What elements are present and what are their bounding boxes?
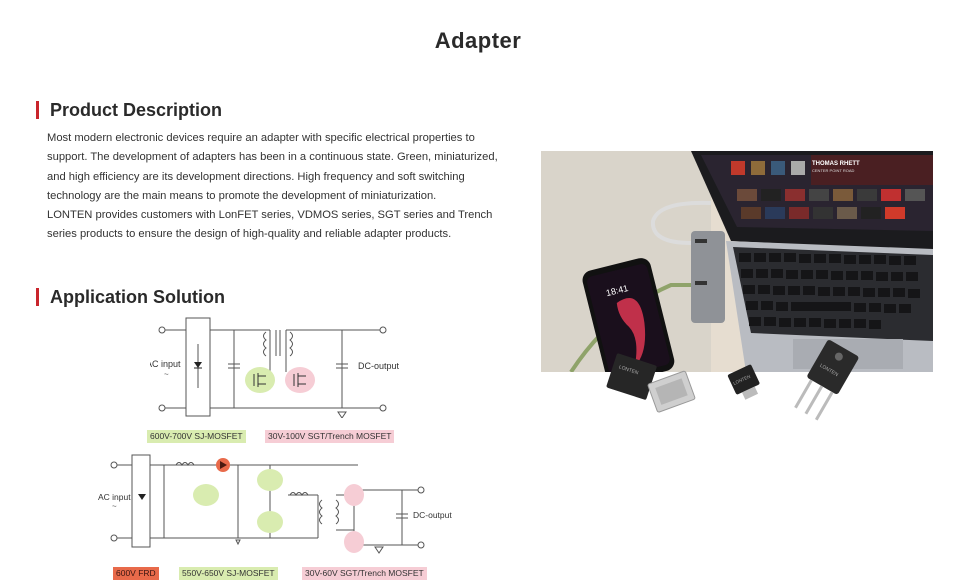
product-description-text: Most modern electronic devices require a… (47, 129, 517, 245)
circuit2-tag-frd: 600V FRD (113, 567, 159, 580)
circuit1-tag-sgt-trench: 30V-100V SGT/Trench MOSFET (265, 430, 395, 443)
circuit2-input-label: AC input (98, 492, 131, 502)
description-paragraph-1: Most modern electronic devices require a… (47, 132, 498, 202)
circuit2-tag-sj-mosfet: 550V-650V SJ-MOSFET (179, 567, 278, 580)
circuit-diagram-2: AC input ~ DC-output (98, 454, 452, 554)
circuit2-input-sub: ~ (112, 502, 117, 511)
circuit-diagram-1: AC input ~ DC-output (150, 317, 400, 418)
adapter-product-photo: THOMAS RHETT CENTER POINT ROAD (541, 151, 933, 372)
mosfet-packages: LONTEN LONTEN LONTEN (606, 340, 859, 421)
circuit1-input-label: AC input (150, 359, 181, 369)
circuit1-output-label: DC-output (358, 361, 400, 371)
circuit1-tag-sj-mosfet: 600V-700V SJ-MOSFET (147, 430, 246, 443)
product-description-heading: Product Description (36, 101, 222, 119)
circuit2-output-label: DC-output (413, 510, 452, 520)
screen-banner-sub: CENTER POINT ROAD (812, 168, 854, 173)
circuit1-input-sub: ~ (164, 370, 169, 379)
application-solution-heading: Application Solution (36, 288, 225, 306)
page-title: Adapter (434, 28, 522, 53)
circuit2-tag-sgt-trench: 30V-60V SGT/Trench MOSFET (302, 567, 427, 580)
description-paragraph-2: LONTEN provides customers with LonFET se… (47, 209, 493, 241)
screen-banner: THOMAS RHETT (812, 161, 860, 167)
